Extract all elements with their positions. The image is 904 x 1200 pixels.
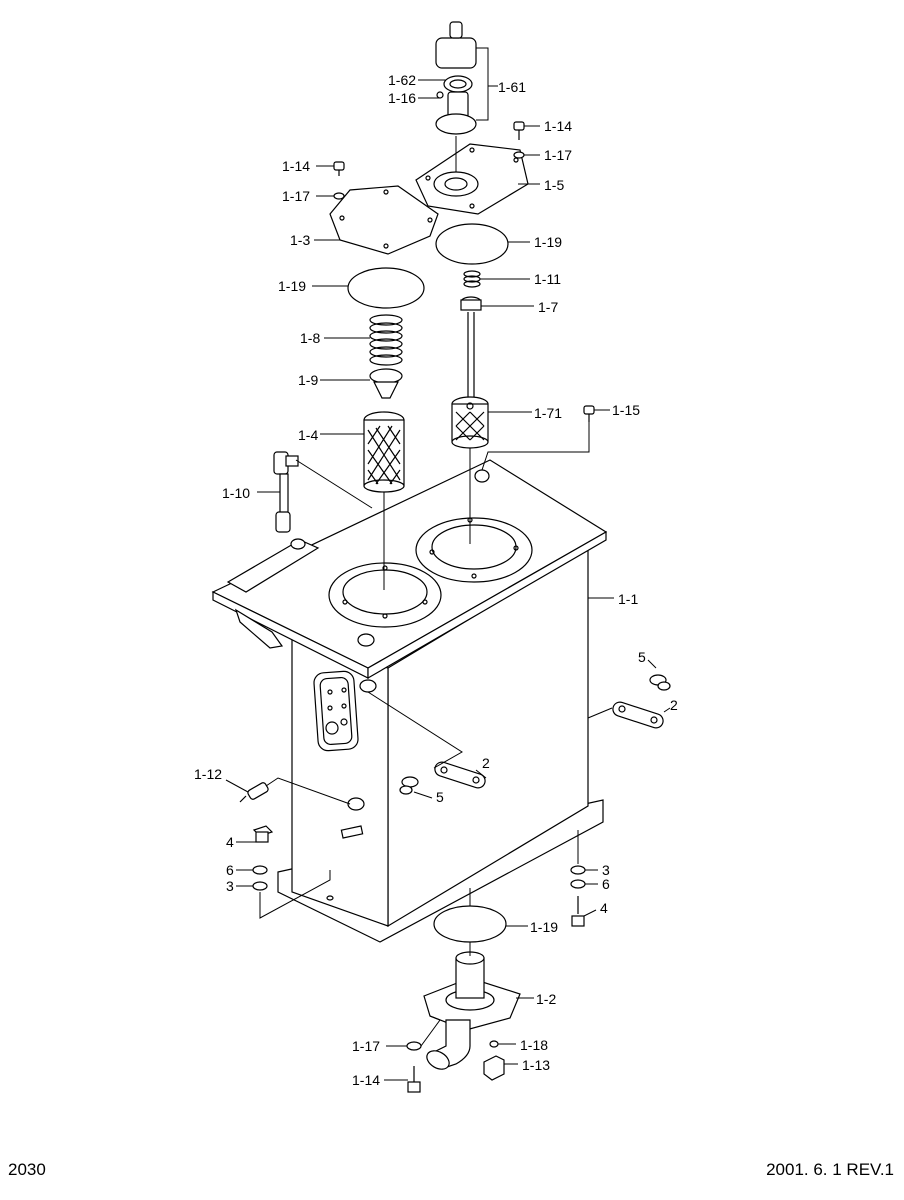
label-1-71: 1-71: [534, 405, 562, 421]
bracket-2-right: [612, 674, 671, 729]
spring-1-8: [369, 314, 403, 366]
label-3: 3: [226, 878, 234, 894]
suction-pipe-1-2: [423, 951, 521, 1070]
label-2: 2: [482, 755, 490, 771]
label-1-62: 1-62: [388, 72, 416, 88]
gasket-1-19-bottom: [433, 905, 507, 943]
label-1-4: 1-4: [298, 427, 318, 443]
label-1-17: 1-17: [544, 147, 572, 163]
label-1-13: 1-13: [522, 1057, 550, 1073]
level-gauge-1-10: [273, 451, 299, 533]
label-5: 5: [638, 649, 646, 665]
label-1-3: 1-3: [290, 232, 310, 248]
label-1-10: 1-10: [222, 485, 250, 501]
bolts-washers-left: [252, 825, 274, 891]
breather-assembly-1-61: [435, 21, 477, 135]
label-4: 4: [226, 834, 234, 850]
revision-date: 2001. 6. 1 REV.1: [766, 1160, 894, 1179]
label-1-16: 1-16: [388, 90, 416, 106]
cover-plate-1-3: [329, 185, 439, 255]
label-1-9: 1-9: [298, 372, 318, 388]
fitting-1-12: [239, 782, 269, 803]
label-1-14: 1-14: [352, 1072, 380, 1088]
label-6: 6: [226, 862, 234, 878]
label-1-15: 1-15: [612, 402, 640, 418]
label-6: 6: [602, 876, 610, 892]
label-1-14: 1-14: [282, 158, 310, 174]
label-1-19: 1-19: [534, 234, 562, 250]
cover-plate-1-5: [415, 143, 529, 215]
label-1-11: 1-11: [534, 271, 561, 287]
callout-labels: 1-62 1-16 1-61 1-14 1-14 1-17 1-17 1-5 1…: [194, 72, 678, 1088]
label-2: 2: [670, 697, 678, 713]
label-1-12: 1-12: [194, 766, 222, 782]
label-1-5: 1-5: [544, 177, 564, 193]
label-1-19: 1-19: [278, 278, 306, 294]
page-number: 2030: [8, 1160, 46, 1179]
label-5: 5: [436, 789, 444, 805]
label-1-19: 1-19: [530, 919, 558, 935]
inspection-cover: [313, 670, 359, 752]
label-1-8: 1-8: [300, 330, 320, 346]
gasket-1-19-left: [347, 267, 425, 309]
label-1-18: 1-18: [520, 1037, 548, 1053]
label-1-17: 1-17: [282, 188, 310, 204]
label-4: 4: [600, 900, 608, 916]
rod-1-7: [460, 296, 482, 402]
bottom-fasteners: [406, 1040, 505, 1093]
label-1-7: 1-7: [538, 299, 558, 315]
bracket-2-middle: [399, 761, 486, 795]
label-1-1: 1-1: [618, 591, 638, 607]
label-1-17: 1-17: [352, 1038, 380, 1054]
filter-element-1-4: [363, 411, 405, 493]
filter-element-1-71: [451, 396, 489, 449]
hydraulic-tank-exploded-view: 1-62 1-16 1-61 1-14 1-14 1-17 1-17 1-5 1…: [194, 21, 678, 1093]
label-1-14: 1-14: [544, 118, 572, 134]
bolts-washers-right: [570, 865, 586, 927]
label-1-2: 1-2: [536, 991, 556, 1007]
spring-1-11: [463, 270, 481, 288]
label-1-61: 1-61: [498, 79, 526, 95]
hydraulic-tank-1-1: [211, 459, 608, 943]
valve-1-9: [369, 368, 403, 399]
gasket-1-19-upper: [435, 223, 509, 265]
label-3: 3: [602, 862, 610, 878]
leader-lines: [225, 47, 671, 1081]
